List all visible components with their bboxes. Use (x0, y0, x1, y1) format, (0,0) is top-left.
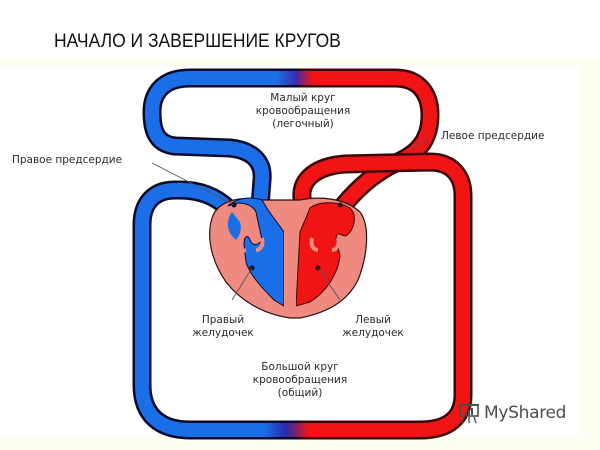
myshared-watermark: MyShared (458, 402, 566, 424)
pointer-lines (151, 137, 429, 301)
systemic-circulation-label: Большой круг кровообращения (общий) (252, 361, 348, 399)
right-ventricle-pointer (231, 267, 253, 301)
systemic-loop (132, 152, 473, 440)
right-atrium-label: Правое предсердие (12, 154, 123, 166)
left-ventricle-pointer (317, 267, 341, 301)
slide-title: НАЧАЛО И ЗАВЕРШЕНИЕ КРУГОВ (54, 31, 341, 52)
right-ventricle-label: Правый желудочек (192, 314, 254, 339)
right-atrium-pointer (151, 162, 235, 206)
left-ventricle-label: Левый желудочек (342, 314, 404, 339)
pulmonary-circulation-label: Малый круг кровообращения (легочный) (255, 92, 351, 130)
left-atrium-label: Левое предсердие (441, 130, 545, 142)
presentation-board-icon (459, 404, 479, 424)
header-band (0, 0, 600, 58)
watermark-text: MyShared (484, 403, 567, 423)
left-atrium-pointer (409, 137, 429, 151)
heart (209, 197, 368, 319)
